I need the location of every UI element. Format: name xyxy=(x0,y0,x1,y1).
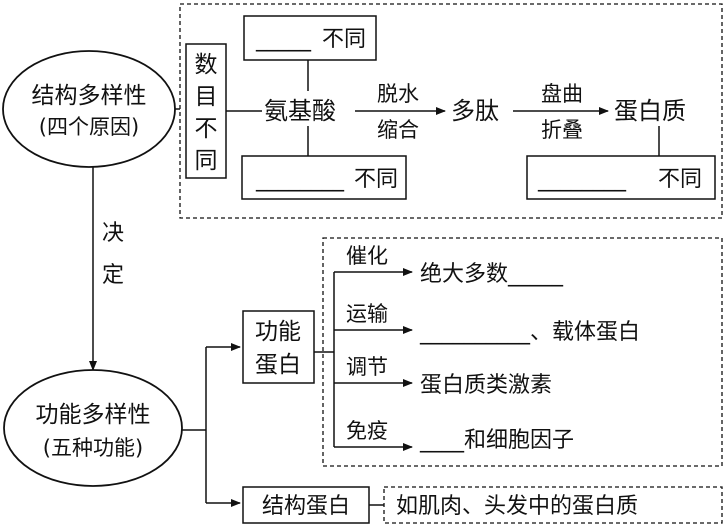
immunity-label: 免疫 xyxy=(346,419,388,443)
catalysis-label: 催化 xyxy=(346,244,388,268)
folding-line1: 盘曲 xyxy=(541,82,583,106)
decides-char-1: 决 xyxy=(102,221,124,246)
function-diversity-oval xyxy=(3,369,183,487)
functional-protein-line1: 功能 xyxy=(255,319,301,345)
kind-different-box xyxy=(243,15,377,61)
immunity-desc: ____和细胞因子 xyxy=(419,428,574,453)
structure-oval-line1: 结构多样性 xyxy=(32,83,147,109)
decides-char-2: 定 xyxy=(102,263,124,288)
structural-example-box xyxy=(383,486,723,524)
polypeptide-label: 多肽 xyxy=(451,97,499,125)
structural-protein-box xyxy=(242,486,370,524)
regulation-label: 调节 xyxy=(346,355,388,379)
catalysis-desc: 绝大多数_____ xyxy=(420,262,564,287)
spatial-label: 不同 xyxy=(658,167,702,192)
count-char-3: 不 xyxy=(195,116,218,142)
regulation-desc: 蛋白质类激素 xyxy=(420,373,552,398)
structural-protein-label: 结构蛋白 xyxy=(262,494,350,519)
function-oval-line1: 功能多样性 xyxy=(36,402,151,428)
function-dashed-region xyxy=(322,237,723,467)
transport-label: 运输 xyxy=(346,302,388,326)
kind-blank: _____ xyxy=(255,27,312,52)
functional-protein-line2: 蛋白 xyxy=(255,352,301,378)
sequence-different-box xyxy=(241,155,407,200)
structure-oval-line2: (四个原因) xyxy=(39,115,139,139)
dehydration-line1: 脱水 xyxy=(377,82,419,106)
sequence-label: 不同 xyxy=(354,167,398,192)
structural-example-text: 如肌肉、头发中的蛋白质 xyxy=(396,494,638,519)
folding-line2: 折叠 xyxy=(541,118,583,142)
structure-diversity-oval xyxy=(2,50,176,168)
count-different-box xyxy=(185,43,227,179)
count-char-2: 目 xyxy=(195,84,218,110)
kind-label: 不同 xyxy=(322,27,366,52)
count-char-4: 同 xyxy=(195,148,218,174)
functional-protein-box xyxy=(242,310,315,384)
sequence-blank: ________ xyxy=(255,167,345,192)
transport-desc: __________、载体蛋白 xyxy=(419,320,640,345)
count-char-1: 数 xyxy=(195,52,218,78)
spatial-blank: ________ xyxy=(537,167,627,192)
amino-acid-label: 氨基酸 xyxy=(264,97,336,125)
function-oval-line2: (五种功能) xyxy=(43,436,143,460)
protein-label: 蛋白质 xyxy=(614,97,686,125)
dehydration-line2: 缩合 xyxy=(377,118,419,142)
spatial-structure-different-box xyxy=(526,155,716,200)
